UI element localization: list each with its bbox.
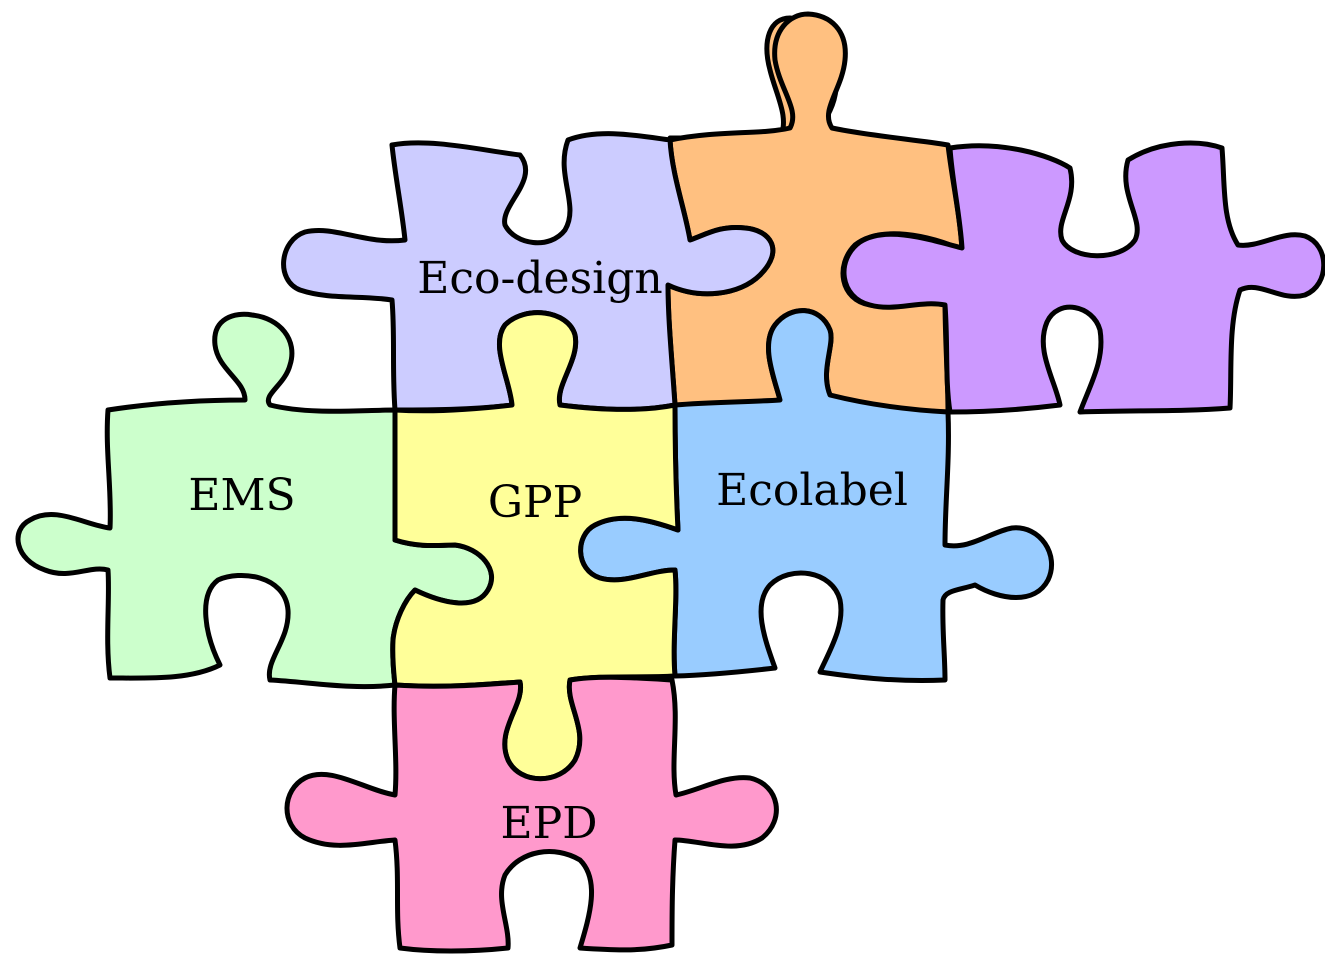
- puzzle-piece-purple: [841, 140, 1325, 415]
- piece-label-gpp: GPP: [488, 477, 582, 528]
- piece-label-epd: EPD: [500, 798, 597, 849]
- puzzle-piece-epd: [284, 674, 779, 954]
- piece-label-ems: EMS: [188, 470, 295, 521]
- piece-label-eco-design: Eco-design: [417, 253, 662, 304]
- piece-label-ecolabel: Ecolabel: [716, 465, 908, 516]
